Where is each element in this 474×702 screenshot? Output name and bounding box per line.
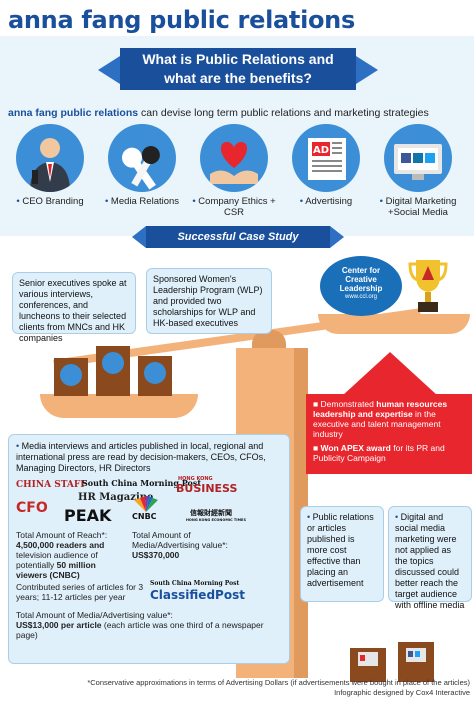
service-label: Media Relations bbox=[110, 196, 180, 207]
hk-business-logo: BUSINESS bbox=[176, 482, 238, 495]
service-label: Advertising bbox=[305, 196, 353, 207]
footnote-line-2: Infographic designed by Cox4 Interactive bbox=[334, 688, 470, 697]
china-staff-logo: CHINA STAFF bbox=[16, 480, 87, 490]
ceo-icon bbox=[16, 124, 84, 192]
intro-body: can devise long term public relations an… bbox=[138, 107, 429, 119]
ccl-line-1: Center for bbox=[341, 266, 381, 275]
service-company-ethics: • Company Ethics + CSR bbox=[190, 124, 278, 218]
svg-text:AD: AD bbox=[313, 145, 329, 156]
scmp-logo: South China Morning Post bbox=[82, 478, 202, 488]
media-intro: Media interviews and articles published … bbox=[16, 441, 266, 473]
digital-media-box: • Digital and social media marketing wer… bbox=[388, 506, 472, 610]
media-box: • Media interviews and articles publishe… bbox=[8, 434, 290, 664]
achievement-bold: Won APEX award bbox=[320, 443, 391, 453]
ccl-url: www.ccl.org bbox=[344, 294, 377, 300]
arrow-stem bbox=[366, 378, 414, 396]
reach-label: Total Amount of Reach*: bbox=[16, 530, 108, 540]
ad-newspaper-icon: AD bbox=[292, 124, 360, 192]
podium-left bbox=[54, 358, 88, 396]
adv-block: Total Amount of Media/Advertising value*… bbox=[132, 530, 250, 560]
scmp-logo-2: South China Morning Post bbox=[150, 580, 240, 587]
cfo-logo: CFO bbox=[16, 500, 48, 516]
pr-cost-text: Public relations or articles published i… bbox=[307, 512, 374, 588]
service-media-relations: • Media Relations bbox=[98, 124, 186, 207]
series-block: Contributed series of articles for 3 yea… bbox=[16, 582, 144, 602]
service-advertising: AD • Advertising bbox=[282, 124, 370, 207]
banner-line-2: what are the benefits? bbox=[164, 70, 312, 86]
scale-pan-right bbox=[318, 314, 470, 334]
ccl-line-3: Leadership bbox=[339, 284, 383, 293]
intro-brand: anna fang public relations bbox=[8, 107, 139, 119]
hkej-logo: 信報財經新聞 bbox=[190, 509, 232, 517]
adv-label: Total Amount of Media/Advertising value*… bbox=[132, 530, 228, 550]
heart-hands-icon bbox=[200, 124, 268, 192]
wlp-box: Sponsored Women's Leadership Program (WL… bbox=[146, 268, 272, 334]
microphone-icon bbox=[60, 364, 82, 386]
classified-post-logo: ClassifiedPost bbox=[150, 588, 245, 602]
intro-text: anna fang public relations can devise lo… bbox=[8, 107, 468, 119]
achievements-box: ■ Demonstrated human resources leadershi… bbox=[306, 394, 472, 474]
ccl-line-2: Creative bbox=[345, 275, 377, 284]
trophy-icon bbox=[408, 260, 448, 312]
executives-box: Senior executives spoke at various inter… bbox=[12, 272, 136, 343]
total-label: Total Amount of Media/Advertising value*… bbox=[16, 610, 173, 620]
achievement-text: Demonstrated bbox=[320, 399, 377, 409]
page-title: anna fang public relations bbox=[8, 6, 355, 34]
social-media-icon bbox=[384, 124, 452, 192]
service-label: Company Ethics + CSR bbox=[198, 196, 276, 218]
total-block: Total Amount of Media/Advertising value*… bbox=[16, 610, 284, 640]
total-note: (each article was one third of a newspap… bbox=[16, 620, 264, 640]
banner-line-1: What is Public Relations and bbox=[142, 51, 334, 67]
footnote-line-1: *Conservative approximations in terms of… bbox=[87, 678, 470, 687]
ceo-icon bbox=[102, 352, 124, 374]
service-digital-marketing: • Digital Marketing +Social Media bbox=[374, 124, 462, 218]
hr-magazine-logo: HR Magazine bbox=[78, 492, 154, 503]
podium-right bbox=[138, 356, 172, 396]
achievement-bold: human resources leadership and expertise bbox=[313, 399, 448, 419]
service-label: Digital Marketing +Social Media bbox=[385, 196, 457, 218]
case-study-banner: Successful Case Study bbox=[132, 226, 344, 248]
hk-business-small: HONG KONG bbox=[178, 476, 213, 482]
reach-tv: television audience of potentially bbox=[16, 550, 98, 570]
achievement-text: in the executive and talent management i… bbox=[313, 409, 441, 439]
reach-block: Total Amount of Reach*: 4,500,000 reader… bbox=[16, 530, 128, 580]
heart-icon bbox=[144, 362, 166, 384]
service-label: CEO Branding bbox=[22, 196, 84, 207]
podium-pair bbox=[350, 642, 434, 682]
cnbc-logo: CNBC bbox=[132, 512, 157, 521]
cnbc-peacock-icon bbox=[134, 496, 158, 512]
hkej-en-logo: HONG KONG ECONOMIC TIMES bbox=[186, 518, 246, 522]
ccl-logo: Center for Creative Leadership www.ccl.o… bbox=[320, 256, 402, 316]
reach-tv-bold: 50 million viewers (CNBC) bbox=[16, 560, 96, 580]
scale-pan-left bbox=[40, 394, 198, 418]
microphone-icon bbox=[108, 124, 176, 192]
pr-cost-box: • Public relations or articles published… bbox=[300, 506, 384, 602]
adv-value: US$370,000 bbox=[132, 550, 180, 560]
podium-center bbox=[96, 346, 130, 396]
digital-media-text: Digital and social media marketing were … bbox=[395, 512, 465, 610]
reach-value: 4,500,000 readers and bbox=[16, 540, 105, 550]
total-value: US$13,000 per article bbox=[16, 620, 102, 630]
service-ceo-branding: • CEO Branding bbox=[6, 124, 94, 207]
footnote: *Conservative approximations in terms of… bbox=[0, 678, 470, 698]
peak-logo: PEAK bbox=[64, 506, 112, 525]
question-banner: What is Public Relations and what are th… bbox=[98, 48, 378, 90]
achievement-text: for its PR and Publicity Campaign bbox=[313, 443, 445, 463]
